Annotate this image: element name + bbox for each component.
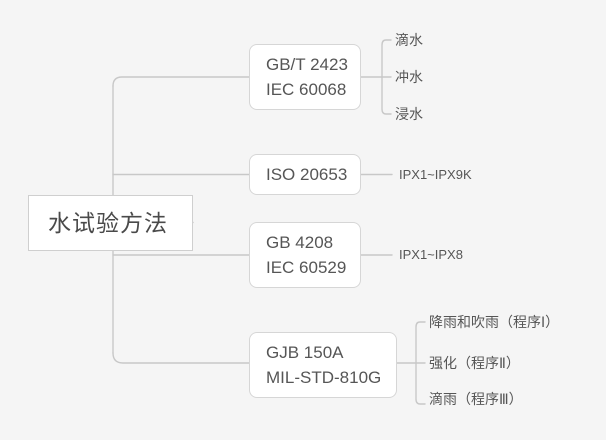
branch-node-gjb150a[interactable]: GJB 150A MIL-STD-810G (249, 332, 397, 398)
branch-node-gbt2423[interactable]: GB/T 2423 IEC 60068 (249, 44, 361, 110)
connector-root-to-gbt2423 (112, 76, 250, 87)
branch-node-line: MIL-STD-810G (266, 368, 382, 387)
branch-node-line: GJB 150A (266, 343, 344, 362)
branch-node-gb4208[interactable]: GB 4208 IEC 60529 (249, 222, 361, 288)
leaf-label[interactable]: 降雨和吹雨（程序Ⅰ） (429, 314, 560, 330)
branch-node-line: GB/T 2423 (266, 55, 348, 74)
branch-node-line: IEC 60529 (266, 258, 347, 277)
branch-node-line: IEC 60068 (266, 80, 347, 99)
branch-node-line: ISO 20653 (266, 165, 348, 184)
leaf-label[interactable]: IPX1~IPX9K (399, 166, 472, 182)
branch-node-iso20653[interactable]: ISO 20653 (249, 154, 361, 195)
leaf-label[interactable]: IPX1~IPX8 (399, 247, 463, 262)
leaf-label[interactable]: 浸水 (395, 106, 423, 122)
root-node-label: 水试验方法 (48, 210, 168, 236)
branch-node-line: GB 4208 (266, 233, 334, 252)
leaf-label[interactable]: 冲水 (395, 69, 423, 85)
leaf-label[interactable]: 滴雨（程序Ⅲ） (429, 391, 523, 407)
leaf-label[interactable]: 滴水 (395, 32, 423, 48)
connector-root-to-gjb150a (112, 352, 250, 364)
root-node[interactable]: 水试验方法 (28, 195, 193, 251)
leaf-label[interactable]: 强化（程序Ⅱ） (429, 355, 520, 371)
